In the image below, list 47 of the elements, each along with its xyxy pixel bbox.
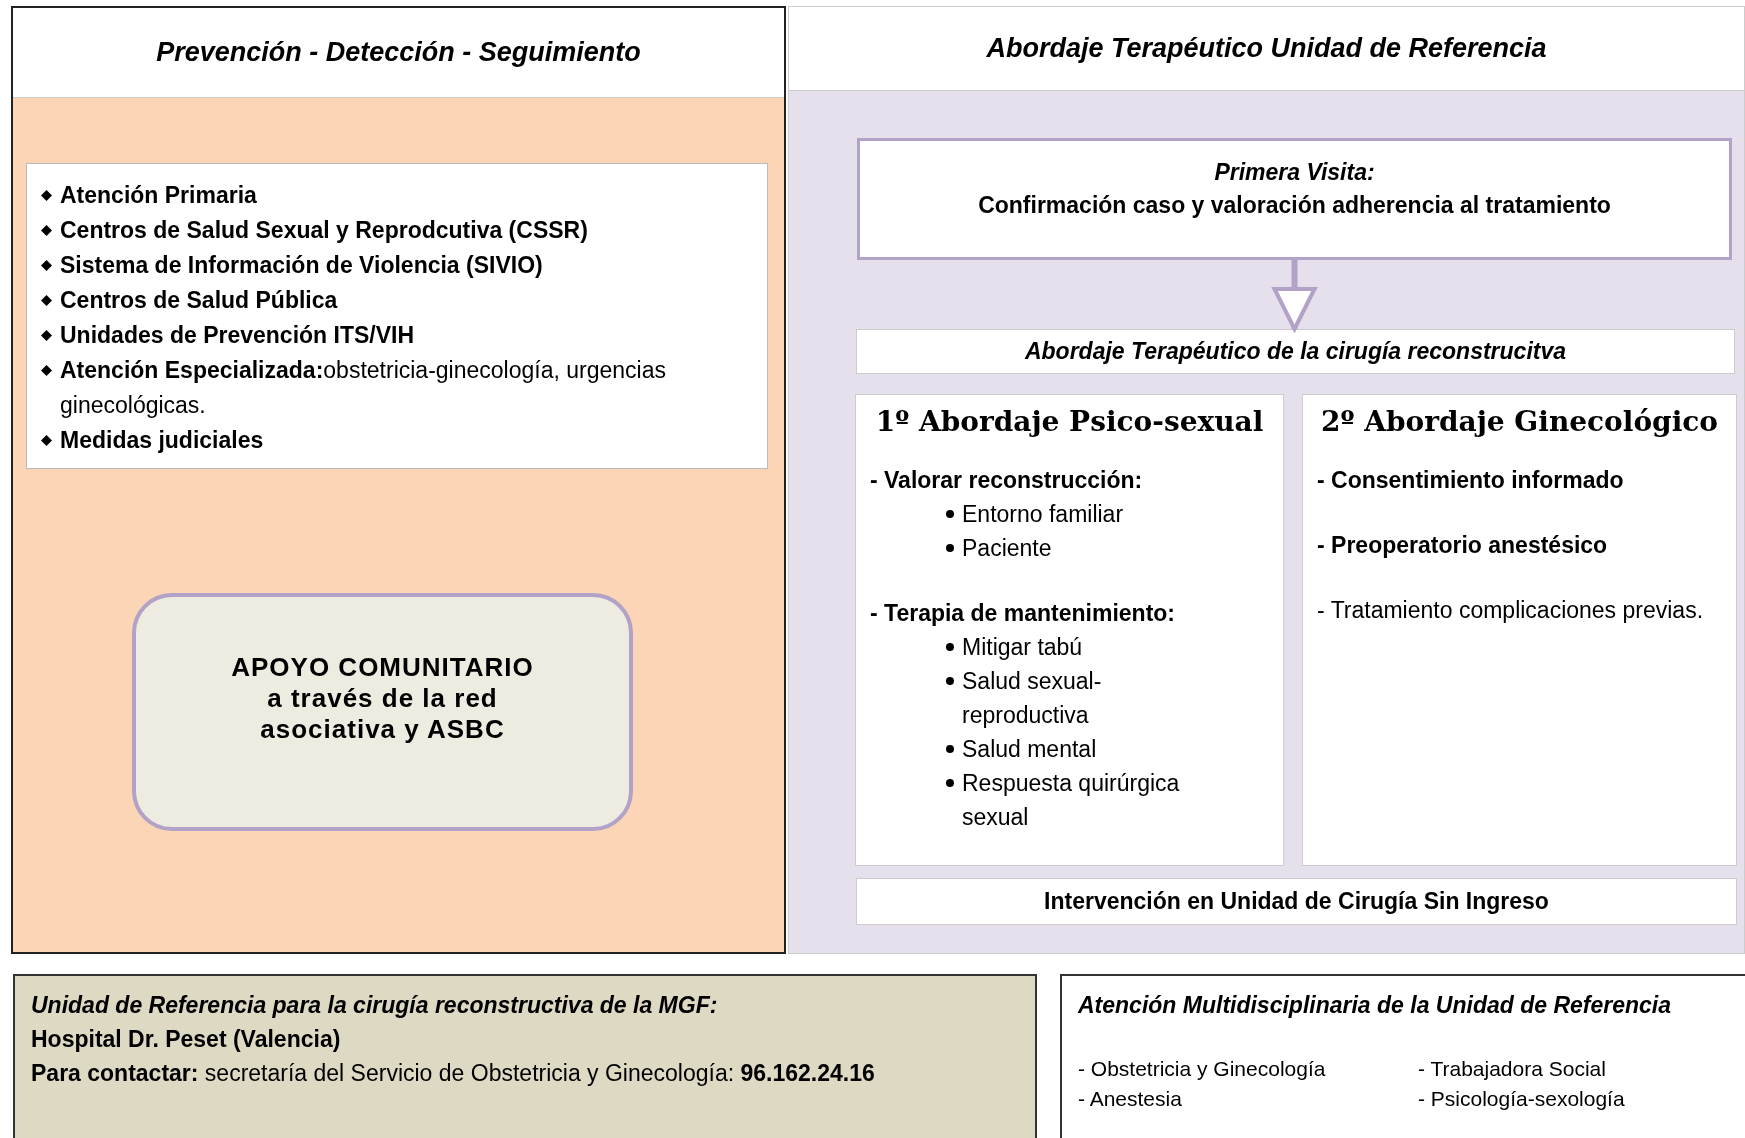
list-item: - Terapia de mantenimiento:: [870, 599, 1176, 628]
list-item: - Tratamiento complicaciones previas.: [1317, 596, 1705, 625]
list-item: Centros de Salud Sexual y Reprodcutiva (CSSR): [60, 216, 588, 245]
process-box: [855, 394, 1284, 866]
box-text: APOYO COMUNITARIO a través de la red asociativa y ASBC: [230, 652, 535, 745]
process-box: [856, 878, 1737, 925]
info-box: [13, 974, 1037, 1138]
list-item: Salud mental: [962, 735, 1097, 764]
list-item: - Psicología-sexología: [1418, 1086, 1626, 1112]
list-item: Salud sexual-reproductiva: [962, 667, 1103, 730]
list-item: Respuesta quirúrgica sexual: [962, 769, 1181, 832]
list-item: Atención Especializada:obstetricia-ginecología, urgencias ginecológicas.: [60, 356, 667, 420]
box-heading: 1º Abordaje Psico-sexual: [874, 405, 1265, 438]
box-heading: Primera Visita:: [1213, 159, 1376, 186]
list-item: - Obstetricia y Ginecología: [1078, 1056, 1327, 1082]
process-box: [856, 329, 1735, 374]
list-item: - Valorar reconstrucción:: [870, 466, 1144, 495]
info-box: [1060, 974, 1745, 1138]
list-item: Atención Primaria: [60, 181, 257, 210]
process-box: [857, 138, 1732, 260]
box-text: Intervención en Unidad de Cirugía Sin Ingreso: [1043, 887, 1550, 916]
box-text: Hospital Dr. Peset (Valencia): [31, 1025, 342, 1054]
panel-heading: Prevención - Detección - Seguimiento: [13, 8, 784, 98]
box-heading: Atención Multidisciplinaria de la Unidad de Referencia: [1078, 991, 1672, 1020]
list-item: Mitigar tabú: [962, 633, 1083, 662]
column-panel: [788, 6, 1745, 954]
rounded-box: [132, 593, 633, 831]
box-text: Para contactar: secretaría del Servicio de Obstetricia y Ginecología: 96.162.24.16: [31, 1059, 876, 1088]
panel-heading: Abordaje Terapéutico Unidad de Referencia: [789, 7, 1744, 91]
list-item: - Anestesia: [1078, 1086, 1183, 1112]
box-heading: 2º Abordaje Ginecológico: [1319, 405, 1720, 438]
box-text: Abordaje Terapéutico de la cirugía reconstrucitva: [1023, 337, 1568, 366]
column-panel: [11, 6, 786, 954]
list-item: - Preoperatorio anestésico: [1317, 531, 1609, 560]
list-item: - Trabajadora Social: [1418, 1056, 1607, 1082]
list-item: Entorno familiar: [962, 500, 1124, 529]
box-heading: Unidad de Referencia para la cirugía reconstructiva de la MGF:: [31, 991, 719, 1020]
list-item: Centros de Salud Pública: [60, 286, 338, 315]
list-item: Sistema de Información de Violencia (SIVIO): [60, 251, 543, 280]
list-item: Unidades de Prevención ITS/VIH: [60, 321, 415, 350]
list-item: Paciente: [962, 534, 1052, 563]
process-box: [1302, 394, 1737, 866]
arrow: [1272, 260, 1317, 331]
list-item: Medidas judiciales: [60, 426, 264, 455]
box-text: Confirmación caso y valoración adherencia al tratamiento: [977, 192, 1612, 219]
list-item: - Consentimiento informado: [1317, 466, 1625, 495]
list-box: [26, 163, 768, 469]
